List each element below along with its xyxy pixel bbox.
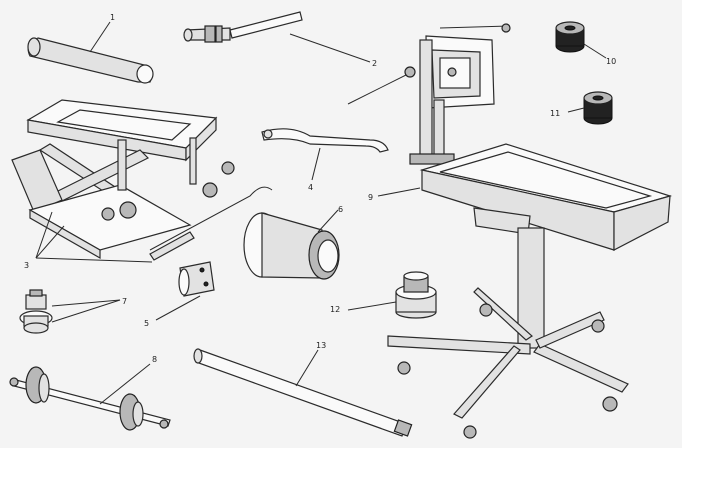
leader-line-11 — [567, 107, 585, 113]
leader-line-1 — [89, 21, 111, 53]
leader-line-2 — [289, 33, 371, 63]
callout-3: 3 — [24, 261, 29, 270]
leader-line-5 — [155, 295, 201, 321]
part-6-flanged-bushing — [243, 212, 340, 280]
leader-line-9 — [377, 187, 421, 197]
callout-9: 9 — [368, 193, 373, 202]
part-9-stand-with-tray — [347, 23, 673, 439]
leader-line-7a — [51, 299, 121, 307]
part-10-rubber-bushing — [555, 21, 585, 53]
part-12-nut-adapter — [395, 271, 437, 319]
leader-line-13 — [295, 349, 319, 387]
leader-line-4 — [311, 147, 321, 181]
callout-2: 2 — [372, 59, 377, 68]
part-2-pin — [183, 11, 303, 43]
callout-5: 5 — [144, 319, 149, 328]
callout-7: 7 — [122, 297, 127, 306]
part-1-cylinder-bar — [27, 37, 154, 84]
part-8-axle-tool — [9, 366, 171, 431]
callout-1: 1 — [110, 13, 115, 22]
part-7-threaded-fittings — [19, 289, 53, 334]
callout-10: 10 — [606, 57, 616, 66]
leader-line-3b — [35, 225, 65, 259]
callout-4: 4 — [308, 183, 313, 192]
callout-6: 6 — [338, 205, 343, 214]
leader-line-6 — [317, 209, 339, 233]
callout-11: 11 — [550, 109, 560, 118]
callout-13: 13 — [316, 341, 326, 350]
callout-12: 12 — [330, 305, 340, 314]
leader-line-3a — [35, 211, 53, 259]
part-13-long-shaft — [193, 348, 413, 437]
part-3-scissor-lift — [11, 99, 273, 261]
part-5-adapter-sleeve — [178, 261, 215, 297]
callout-8: 8 — [152, 355, 157, 364]
part-4-wrench — [261, 128, 389, 153]
leader-line-10 — [583, 43, 607, 59]
part-11-rubber-bushing — [583, 91, 613, 125]
leader-line-8 — [99, 363, 151, 405]
leader-line-7b — [51, 299, 121, 323]
leader-line-12 — [347, 301, 397, 311]
leader-line-3c — [35, 257, 153, 263]
